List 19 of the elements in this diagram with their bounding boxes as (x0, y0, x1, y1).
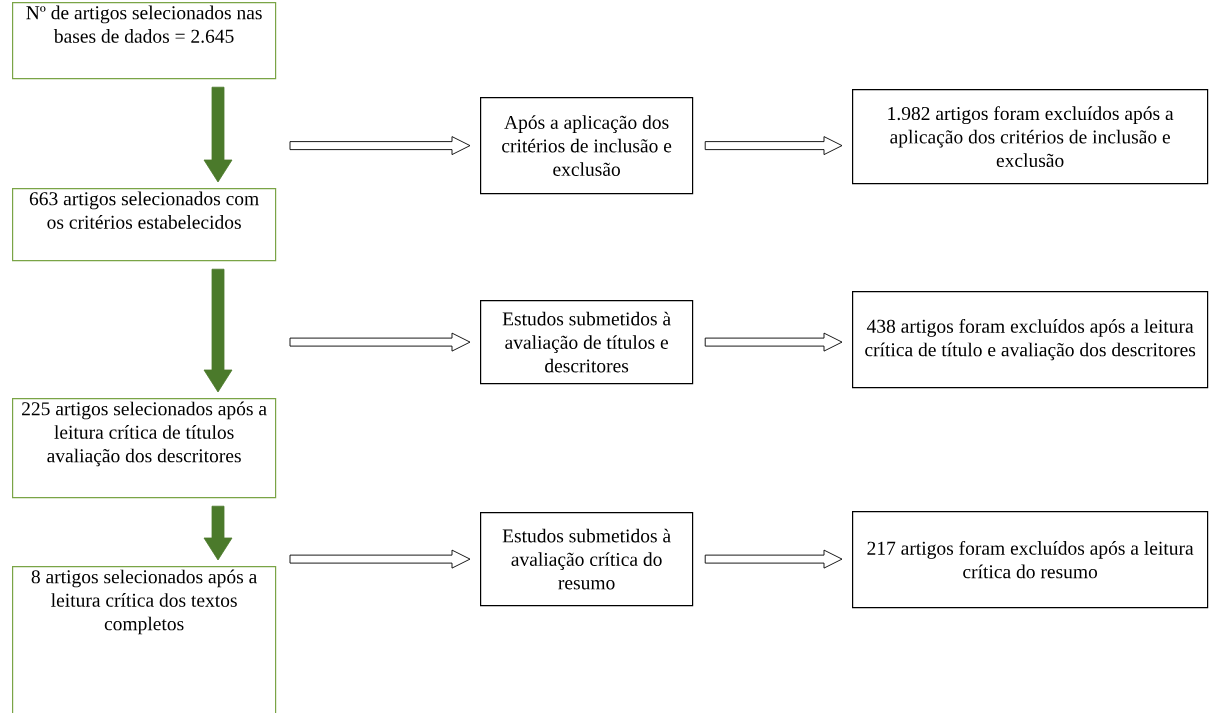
process-box: 217 artigos foram excluídos após a leitura crítica do resumo (852, 511, 1209, 609)
hollow-arrow (289, 332, 471, 352)
block-arrow (203, 268, 233, 393)
process-box: 1.982 artigos foram excluídos após a aplicação dos critérios de inclusão e exclusão (852, 89, 1209, 185)
hollow-arrow (289, 136, 471, 156)
process-box: Nº de artigos selecionados nas bases de dados = 2.645 (12, 2, 277, 80)
hollow-arrow (704, 549, 843, 569)
process-box: 663 artigos selecionados com os critérios estabelecidos (12, 188, 277, 262)
process-box: Estudos submetidos à avaliação crítica do resumo (480, 512, 694, 607)
block-arrow (203, 505, 233, 561)
hollow-arrow (704, 332, 843, 352)
process-box: Após a aplicação dos critérios de inclusão e exclusão (480, 97, 694, 195)
hollow-arrow (289, 549, 471, 569)
process-box: 8 artigos selecionados após a leitura crítica dos textos completos (12, 566, 277, 713)
hollow-arrow (704, 136, 843, 156)
process-box: 225 artigos selecionados após a leitura crítica de títulos avaliação dos descritores (12, 398, 277, 499)
process-box: 438 artigos foram excluídos após a leitura crítica de título e avaliação dos descritores (852, 291, 1209, 389)
block-arrow (203, 86, 233, 183)
process-box: Estudos submetidos à avaliação de títulos e descritores (480, 300, 694, 385)
